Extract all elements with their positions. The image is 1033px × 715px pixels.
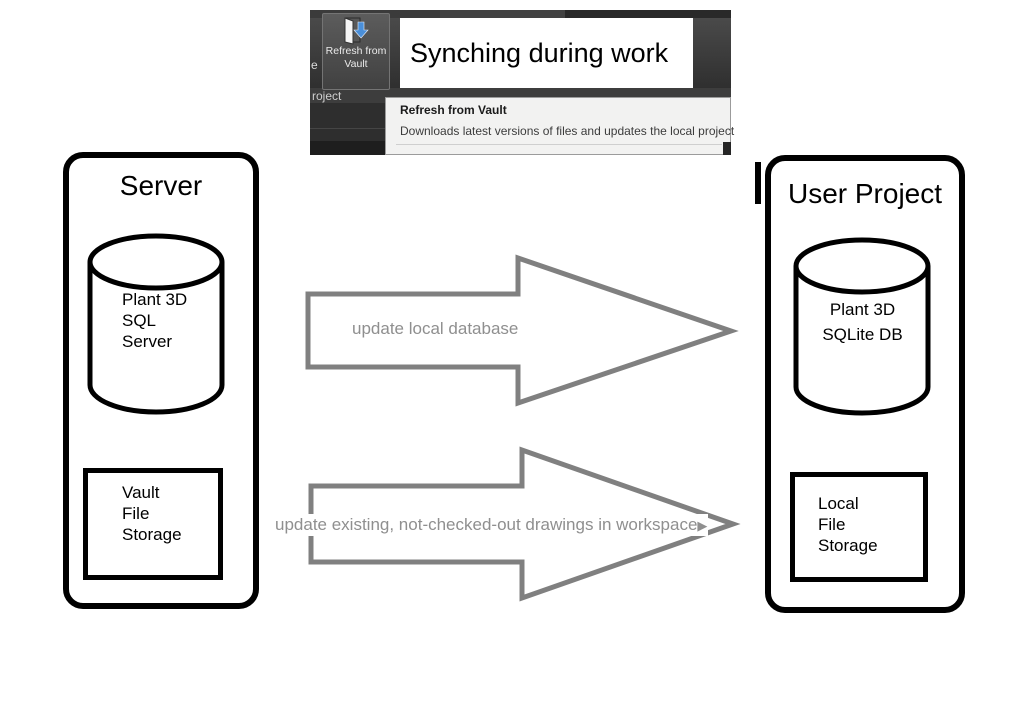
- sqlite-db-label: Plant 3D SQLite DB: [822, 300, 903, 344]
- sql-server-cylinder-icon: [87, 233, 225, 415]
- tooltip-description: Downloads latest versions of files and u…: [400, 124, 735, 138]
- slide-title-box: Synching during work: [400, 18, 693, 88]
- cursor-arrow-icon: ▶: [697, 518, 708, 533]
- arrow-label-update-drawings: update existing, not-checked-out drawing…: [274, 514, 709, 536]
- sqlite-db-cylinder-icon: [793, 237, 931, 416]
- server-container-box: Server: [63, 152, 259, 609]
- refresh-from-vault-button-label: Refresh from Vault: [325, 45, 387, 70]
- arrow-update-database: [305, 254, 739, 407]
- arrow-label-text: update existing, not-checked-out drawing…: [275, 515, 698, 534]
- ribbon-screenshot: roject e Refresh from Vault Synching dur…: [310, 10, 735, 155]
- tooltip-separator: [396, 144, 722, 145]
- refresh-from-vault-icon: [344, 17, 369, 45]
- local-file-storage-box: Local File Storage: [790, 472, 928, 582]
- server-title: Server: [119, 170, 203, 201]
- vault-file-storage-box: Vault File Storage: [83, 468, 223, 580]
- refresh-from-vault-button[interactable]: Refresh from Vault: [322, 13, 390, 90]
- clipped-button-label: e: [311, 58, 318, 72]
- drawn-corner-artifact: [755, 162, 761, 204]
- sql-server-label: Plant 3D SQL Server: [122, 290, 188, 351]
- arrow-label-update-database: update local database: [352, 319, 519, 338]
- panel-label-project: roject: [312, 89, 342, 103]
- refresh-from-vault-tooltip: Refresh from Vault Downloads latest vers…: [385, 97, 735, 155]
- tooltip-title: Refresh from Vault: [400, 103, 507, 117]
- user-project-container-box: User Project: [765, 155, 965, 613]
- screenshot-edge-notch: [723, 142, 731, 155]
- slide-title: Synching during work: [410, 37, 669, 68]
- user-project-title: User Project: [787, 178, 943, 209]
